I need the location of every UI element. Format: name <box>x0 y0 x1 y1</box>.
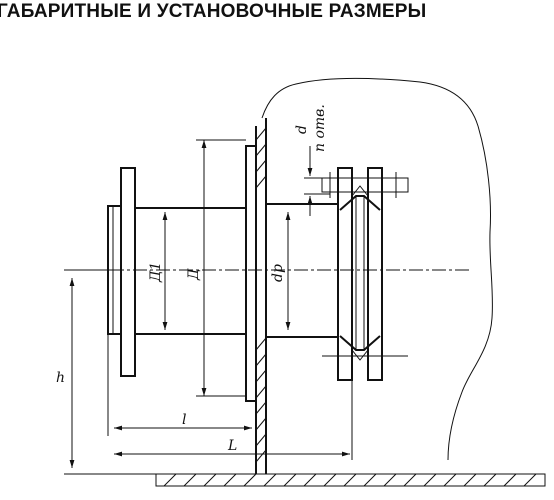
label-d-big: Д <box>186 268 202 281</box>
pipe-body <box>135 207 246 335</box>
wall <box>255 118 267 474</box>
inner-pipe <box>266 203 338 338</box>
dim-h <box>64 269 156 475</box>
right-flange-assembly <box>321 167 409 381</box>
left-flange <box>107 167 136 377</box>
floor-hatching <box>163 473 537 487</box>
dim-l-small <box>107 334 252 436</box>
label-dp: dр <box>270 264 286 282</box>
dim-d-big <box>196 139 246 397</box>
mount-flange <box>245 145 257 402</box>
label-n-otv: n отв. <box>312 104 328 152</box>
label-l-small: l <box>182 412 186 428</box>
dim-d-holes <box>304 146 330 216</box>
dim-l-big <box>114 380 353 460</box>
housing-outline <box>261 78 493 461</box>
label-d1: Д1 <box>148 262 164 283</box>
page-title: ГАБАРИТНЫЕ И УСТАНОВОЧНЫЕ РАЗМЕРЫ <box>0 1 427 22</box>
floor-plate <box>155 473 546 487</box>
label-h: h <box>56 370 65 386</box>
label-d: d <box>294 125 310 134</box>
label-l-big: L <box>227 438 237 454</box>
